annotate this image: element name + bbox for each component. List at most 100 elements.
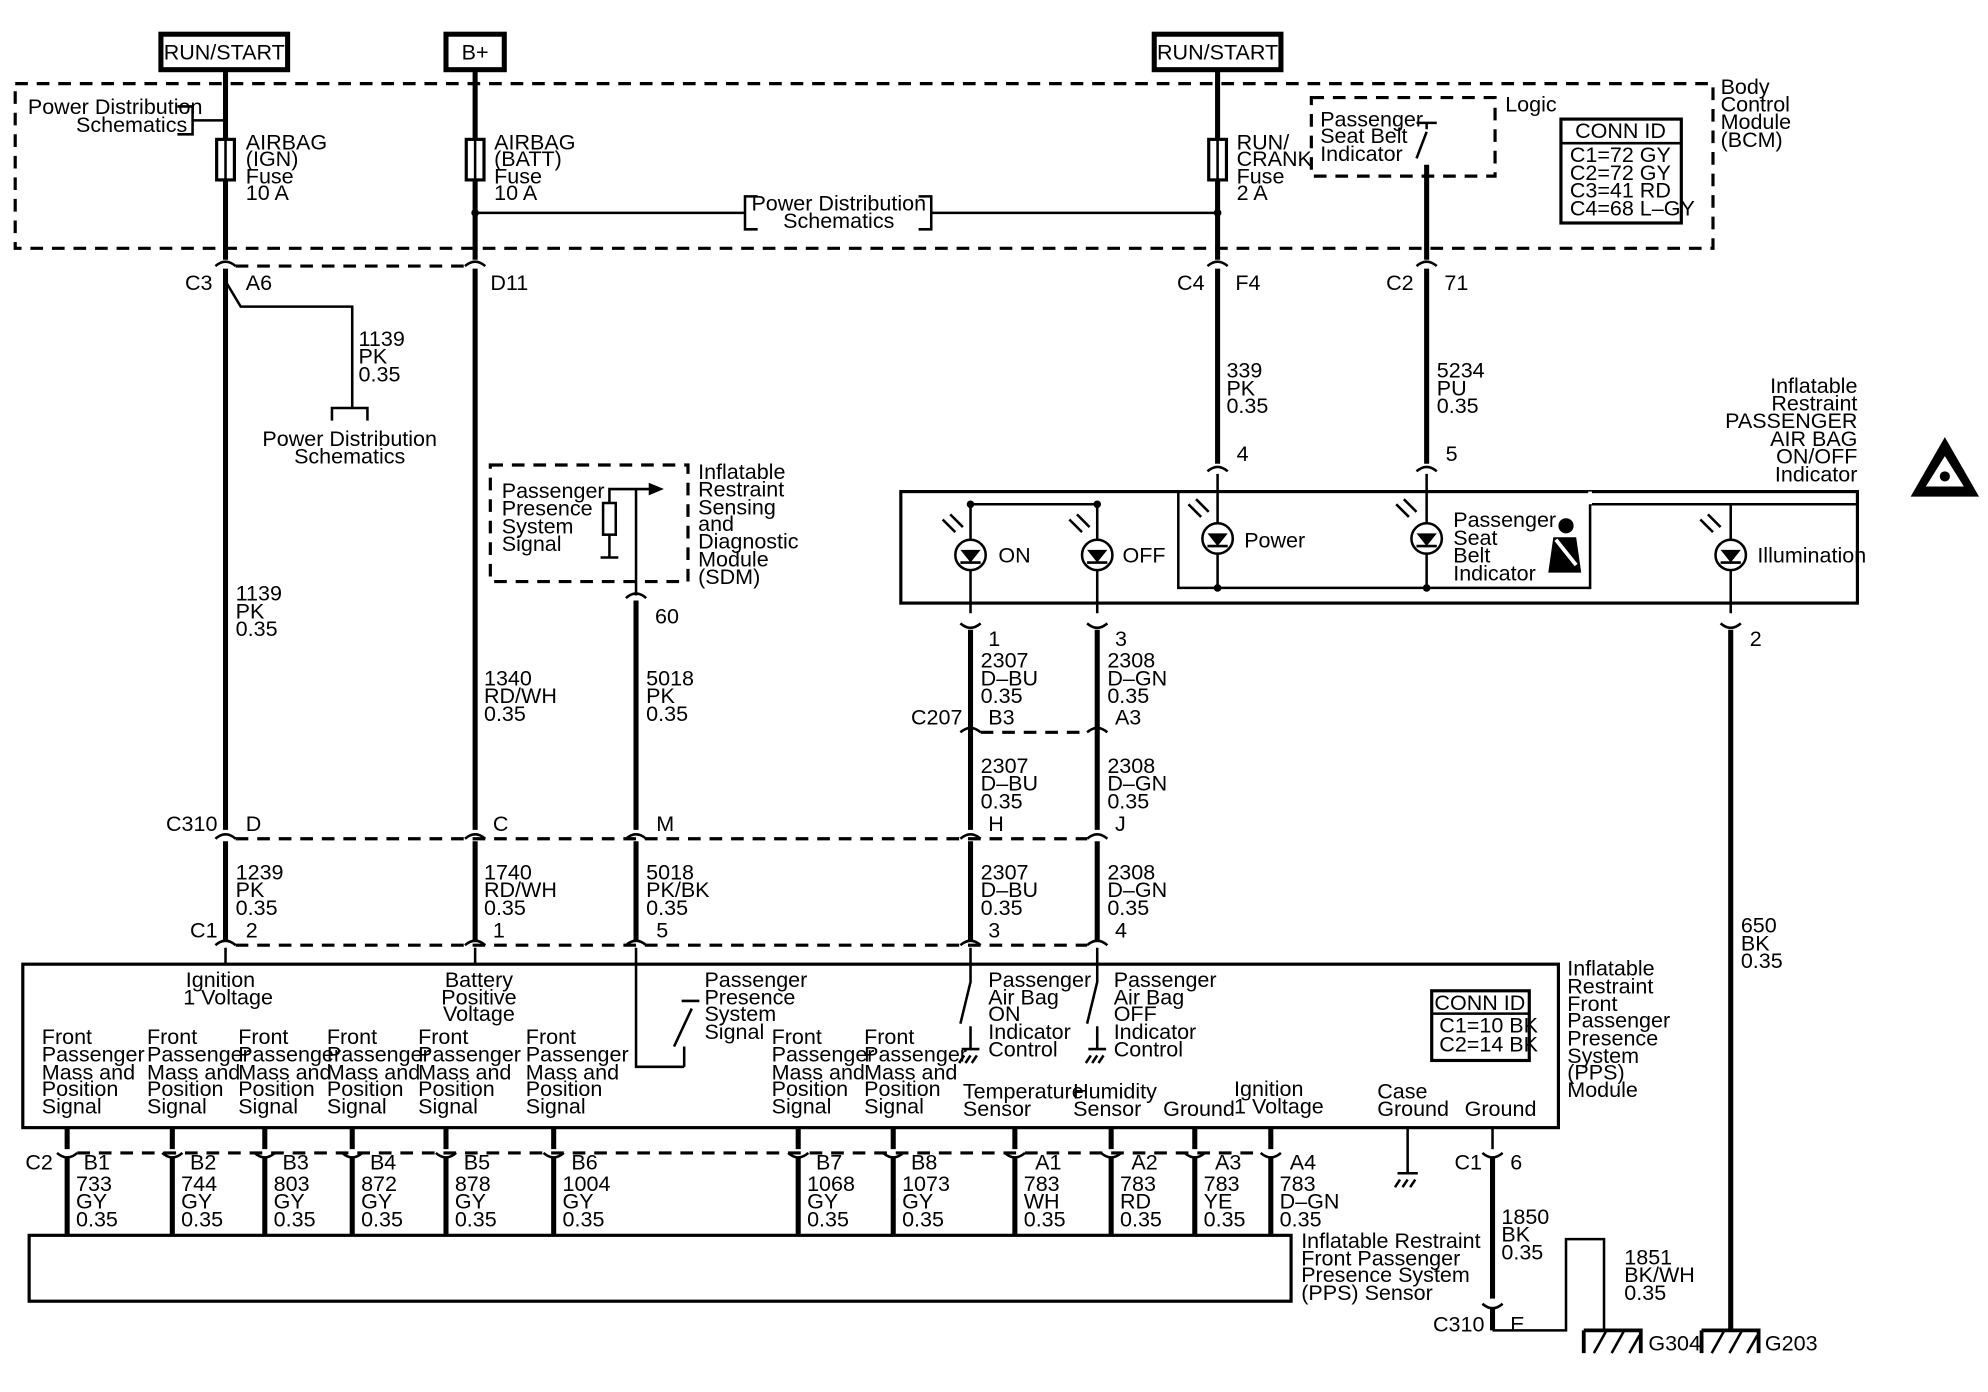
svg-text:OFF: OFF [1114,1002,1157,1026]
svg-text:Presence System: Presence System [1301,1263,1470,1287]
svg-text:Presence: Presence [1567,1026,1658,1050]
supply-run-start-left: RUN/START [158,31,291,73]
pps-mass-label-b3: Front Passenger Mass and Position Signal [238,1025,341,1119]
seatbelt-switch: Passenger Seat Belt Indicator [1320,108,1437,166]
svg-text:Temperature: Temperature [963,1079,1084,1103]
svg-text:Passenger: Passenger [772,1043,875,1067]
svg-text:C2=14 BK: C2=14 BK [1439,1033,1538,1057]
svg-text:System: System [502,514,574,538]
wire-5018-pk: 5018 PK 0.35 [646,666,694,725]
svg-text:2: 2 [1750,627,1762,651]
pps-mass-label-b6: Front Passenger Mass and Position Signal [526,1025,629,1119]
svg-text:Front: Front [772,1025,822,1049]
svg-text:2307: 2307 [981,649,1029,673]
svg-text:Signal: Signal [327,1095,387,1119]
bcm-boundary [13,82,1715,250]
svg-text:Presence: Presence [704,986,795,1010]
pps-ignition-voltage-2: Ignition 1 Voltage [1234,1077,1324,1119]
svg-text:D: D [246,812,262,836]
svg-text:System: System [704,1002,776,1026]
svg-text:Front: Front [1567,992,1617,1016]
svg-text:B8: B8 [911,1150,937,1174]
svg-text:A2: A2 [1131,1150,1157,1174]
svg-text:1068: 1068 [807,1172,855,1196]
svg-text:G203: G203 [1765,1332,1818,1356]
svg-text:D11: D11 [490,271,528,295]
svg-text:0.35: 0.35 [236,896,278,920]
svg-text:1139: 1139 [359,327,405,351]
svg-text:System: System [1567,1044,1639,1068]
wire-2308-lower: 2308 D–GN 0.35 [1107,860,1167,919]
svg-text:Inflatable Restraint: Inflatable Restraint [1301,1229,1480,1253]
svg-text:A3: A3 [1215,1150,1241,1174]
svg-text:ON: ON [998,544,1030,568]
svg-text:0.35: 0.35 [181,1207,223,1231]
svg-text:1239: 1239 [236,860,284,884]
svg-text:0.35: 0.35 [1624,1281,1666,1305]
svg-text:Restraint: Restraint [698,478,784,502]
svg-text:0.35: 0.35 [981,684,1023,708]
svg-text:Ground: Ground [1377,1097,1449,1121]
bcm-connector-pins: C3 A6 D11 C4 F4 C2 71 [185,260,1468,295]
svg-text:5: 5 [1446,442,1458,466]
svg-text:J: J [1115,812,1126,836]
sensor-wire-a4: 783 D–GN 0.35 [1280,1172,1340,1231]
svg-text:Ignition: Ignition [186,968,255,992]
svg-text:Restraint: Restraint [1771,392,1857,416]
svg-text:RUN/: RUN/ [1237,131,1290,155]
svg-text:Signal: Signal [502,532,562,556]
svg-text:Restraint: Restraint [1567,974,1653,998]
svg-text:Control: Control [1114,1038,1183,1062]
svg-text:Seat Belt: Seat Belt [1320,124,1407,148]
svg-text:M: M [656,812,674,836]
sensor-wire-b3: 803 GY 0.35 [274,1172,316,1231]
svg-text:1073: 1073 [902,1172,950,1196]
svg-text:Mass and: Mass and [772,1060,865,1084]
indicator-module [899,490,1860,605]
svg-text:Power: Power [1244,528,1305,552]
svg-text:0.35: 0.35 [646,702,688,726]
pps-off-indicator-control: Passenger Air Bag OFF Indicator Control [1084,965,1217,1064]
svg-text:783: 783 [1280,1172,1316,1196]
pps-mass-label-b5: Front Passenger Mass and Position Signal [418,1025,521,1119]
svg-text:Passenger: Passenger [42,1043,145,1067]
svg-text:Battery: Battery [445,968,513,992]
sdm-label: Inflatable Restraint Sensing and Diagnos… [698,460,799,589]
svg-text:Position: Position [418,1077,495,1101]
svg-text:0.35: 0.35 [1226,394,1268,418]
svg-text:PK/BK: PK/BK [646,878,710,902]
svg-text:C3=41 RD: C3=41 RD [1570,179,1671,203]
svg-text:Module: Module [698,547,769,571]
svg-text:D–GN: D–GN [1280,1190,1340,1214]
svg-text:CRANK: CRANK [1237,147,1313,171]
svg-text:GY: GY [455,1190,486,1214]
svg-text:Fuse: Fuse [246,165,294,189]
svg-text:0.35: 0.35 [1501,1240,1543,1264]
indicator-lamp-illumination: Illumination [1699,504,1866,614]
svg-text:0.35: 0.35 [1437,394,1479,418]
svg-text:Position: Position [147,1077,224,1101]
svg-text:G304: G304 [1648,1332,1701,1356]
sensor-wire-b6: 1004 GY 0.35 [563,1172,611,1231]
svg-text:744: 744 [181,1172,217,1196]
svg-text:Diagnostic: Diagnostic [698,530,799,554]
ground-g304: G304 [1581,1328,1701,1356]
svg-text:Signal: Signal [147,1095,207,1119]
svg-text:Signal: Signal [864,1095,924,1119]
svg-text:0.35: 0.35 [902,1207,944,1231]
sdm-pin-60: 60 [655,604,679,628]
svg-text:C4=68 L–GY: C4=68 L–GY [1570,196,1695,220]
svg-text:D–GN: D–GN [1107,878,1167,902]
svg-text:783: 783 [1204,1172,1240,1196]
svg-text:Mass and: Mass and [526,1060,619,1084]
svg-text:4: 4 [1115,919,1127,943]
svg-text:Front Passenger: Front Passenger [1301,1247,1460,1271]
pps-mass-label-b1: Front Passenger Mass and Position Signal [42,1025,145,1119]
svg-text:C1=72 GY: C1=72 GY [1570,143,1671,167]
svg-text:CONN ID: CONN ID [1434,991,1525,1015]
svg-text:Passenger: Passenger [988,968,1091,992]
svg-text:1740: 1740 [484,860,532,884]
svg-text:Passenger: Passenger [704,968,807,992]
svg-text:A4: A4 [1290,1150,1316,1174]
svg-text:C2: C2 [25,1150,53,1174]
